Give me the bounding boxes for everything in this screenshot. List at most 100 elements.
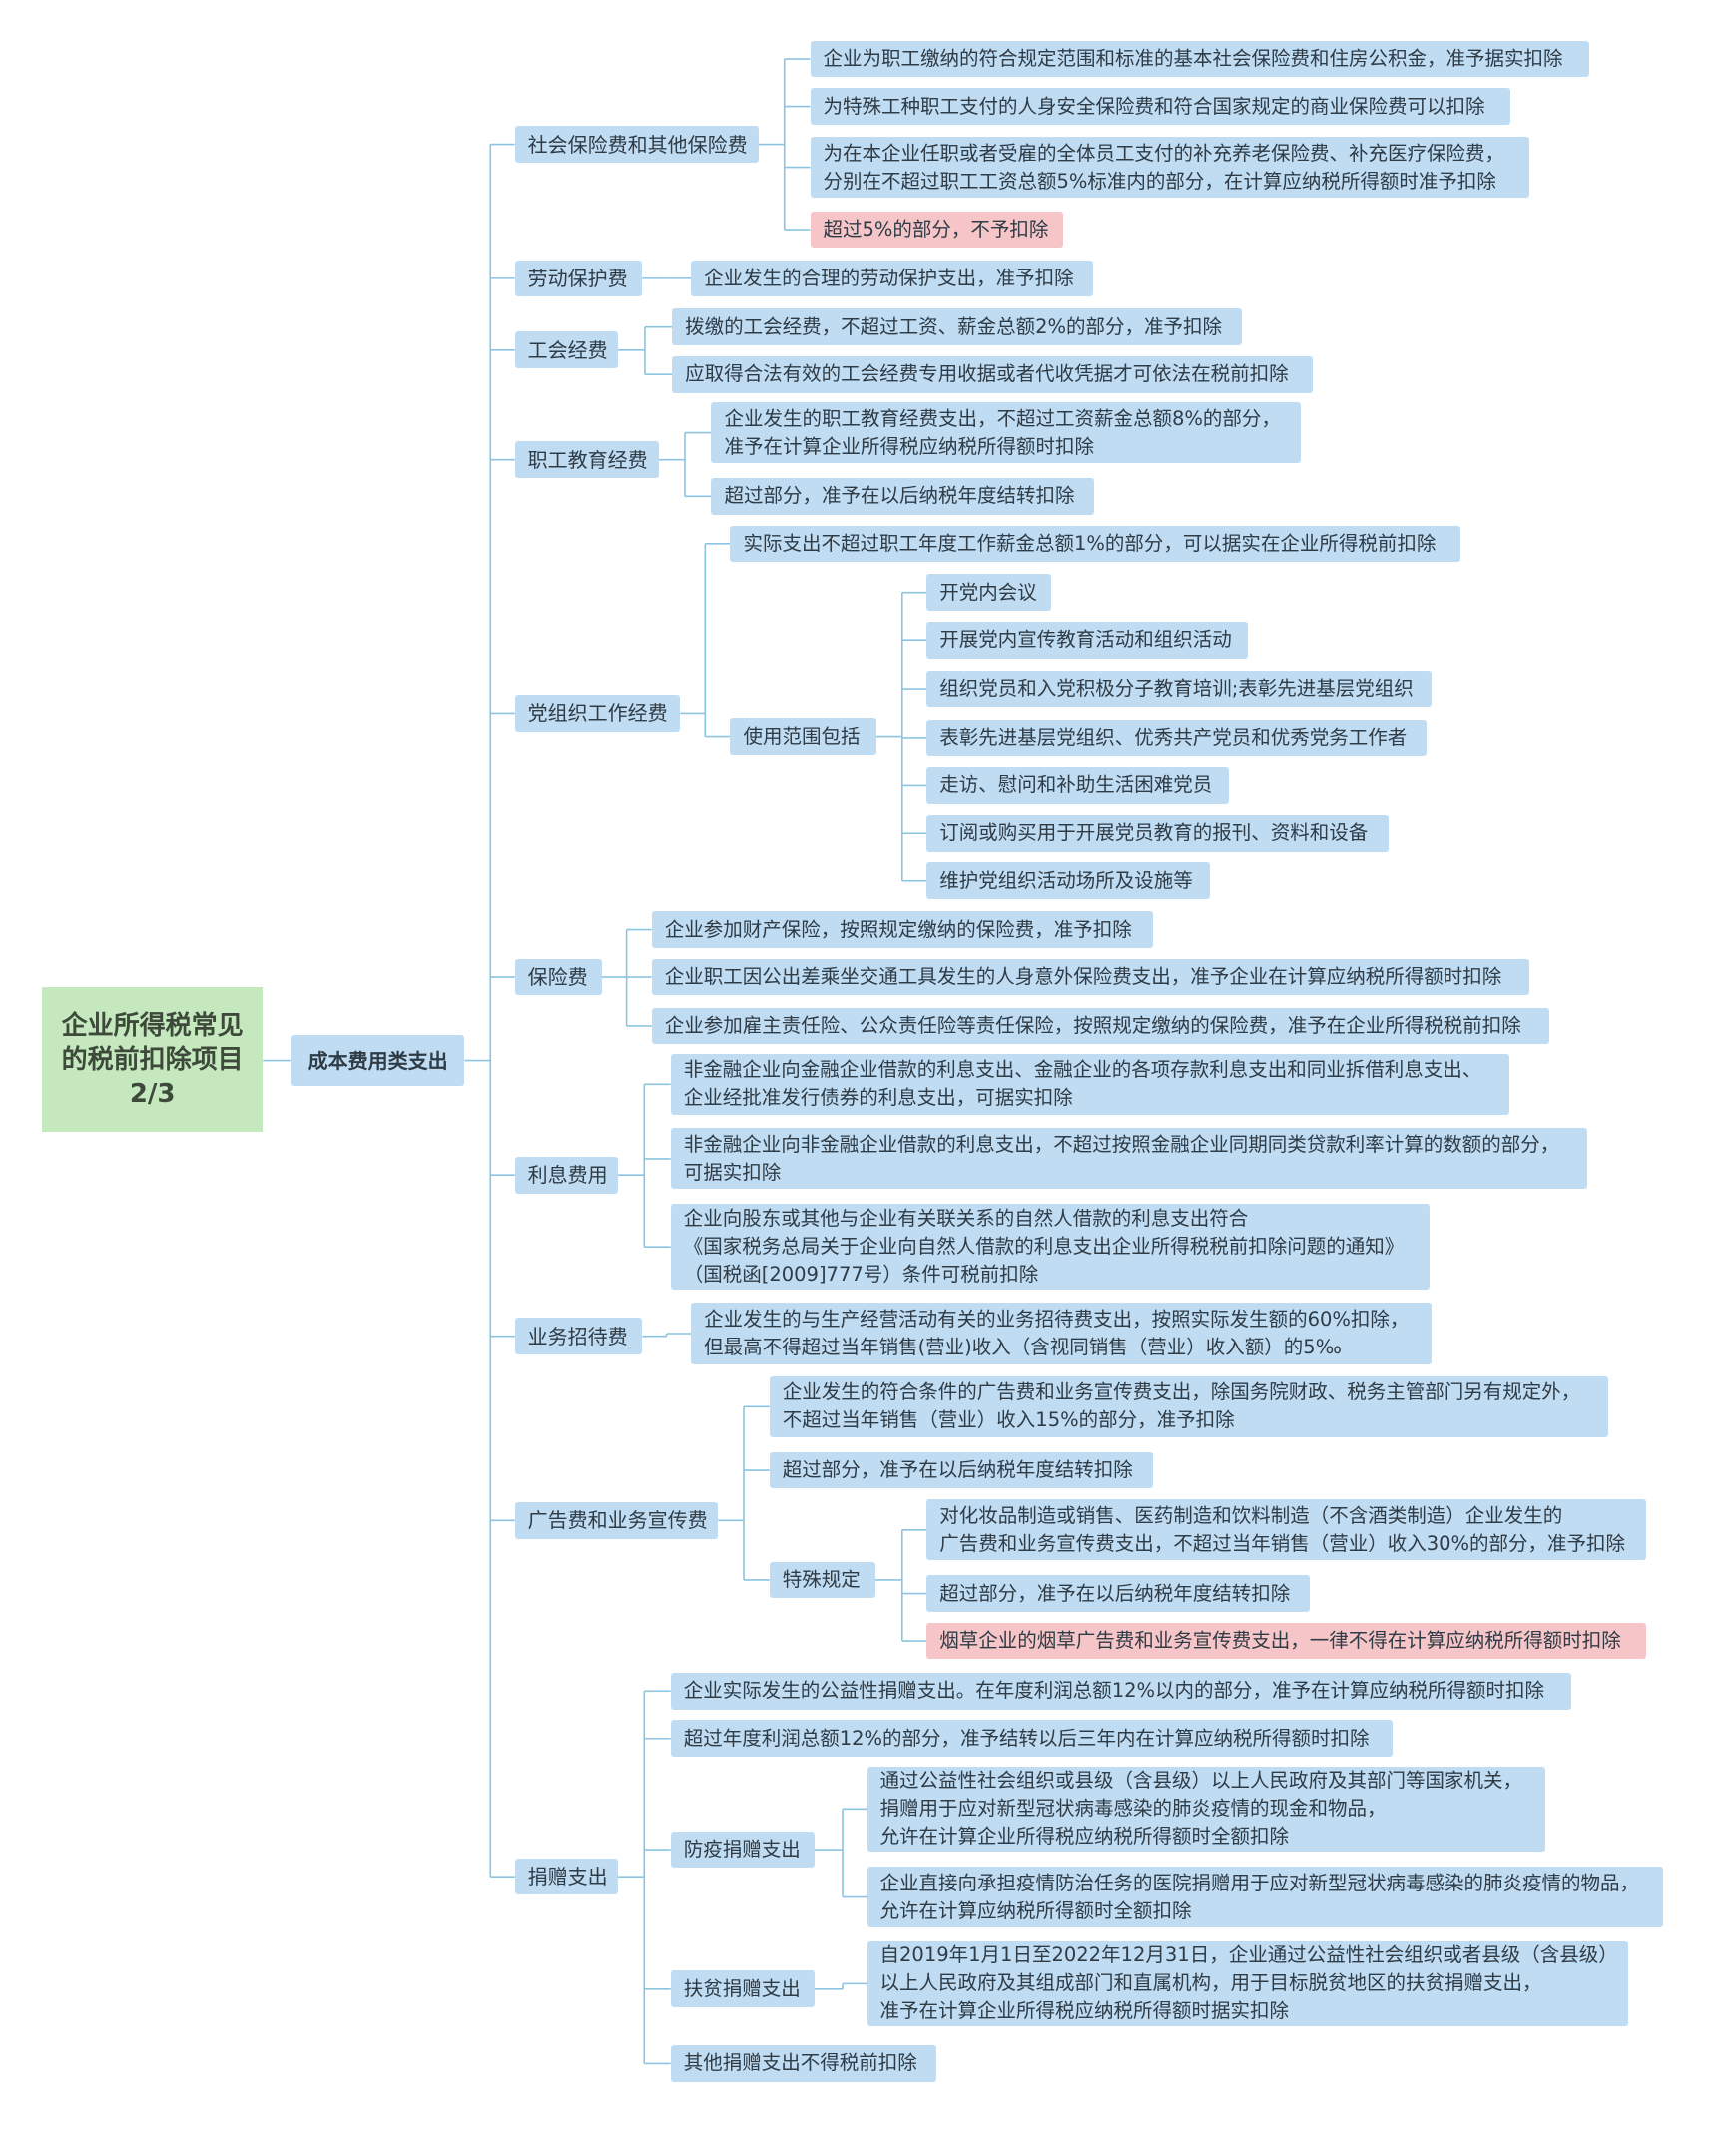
- leaf-item-5-2-6[interactable]: 订阅或购买用于开展党员教育的报刊、资料和设备: [926, 814, 1389, 852]
- leaf-item-10-3-1-text: 捐赠用于应对新型冠状病毒感染的肺炎疫情的现金和物品，: [879, 1797, 1387, 1821]
- leaf-item-5-2-5-text: 走访、慰问和补助生活困难党员: [939, 773, 1213, 797]
- subcategory-9-3[interactable]: 特殊规定: [769, 1561, 875, 1599]
- leaf-item-2-1-text: 企业发生的合理的劳动保护支出，准予扣除: [704, 266, 1074, 289]
- leaf-item-3-2-text: 应取得合法有效的工会经费专用收据或者代收凭据才可依法在税前扣除: [685, 362, 1289, 386]
- subcategory-5-2-text: 使用范围包括: [743, 724, 861, 748]
- leaf-item-3-1[interactable]: 拨缴的工会经费，不超过工资、薪金总额2%的部分，准予扣除: [672, 308, 1243, 346]
- leaf-item-10-1[interactable]: 企业实际发生的公益性捐赠支出。在年度利润总额12%以内的部分，准予在计算应纳税所…: [670, 1672, 1572, 1710]
- leaf-item-3-2[interactable]: 应取得合法有效的工会经费专用收据或者代收凭据才可依法在税前扣除: [672, 355, 1313, 393]
- category-9[interactable]: 广告费和业务宣传费: [514, 1501, 719, 1539]
- category-10[interactable]: 捐赠支出: [514, 1858, 618, 1895]
- leaf-item-7-1-text: 非金融企业向金融企业借款的利息支出、金融企业的各项存款利息支出和同业拆借利息支出…: [683, 1058, 1482, 1082]
- leaf-item-5-2-2-text: 开展党内宣传教育活动和组织活动: [939, 628, 1232, 652]
- leaf-item-5-1[interactable]: 实际支出不超过职工年度工作薪金总额1%的部分，可以据实在企业所得税前扣除: [730, 525, 1460, 563]
- leaf-item-6-2[interactable]: 企业职工因公出差乘坐交通工具发生的人身意外保险费支出，准予企业在计算应纳税所得额…: [651, 958, 1530, 996]
- main-branch-cost-expenses[interactable]: 成本费用类支出: [290, 1034, 465, 1087]
- subcategory-5-2[interactable]: 使用范围包括: [730, 718, 876, 755]
- leaf-item-1-3-text: 为在本企业任职或者受雇的全体员工支付的补充养老保险费、补充医疗保险费，: [823, 141, 1505, 165]
- category-7-text: 利息费用: [527, 1163, 608, 1188]
- category-3-text: 工会经费: [527, 337, 608, 362]
- leaf-item-5-2-7-text: 维护党组织活动场所及设施等: [939, 868, 1193, 892]
- leaf-item-6-1-text: 企业参加财产保险，按照规定缴纳的保险费，准予扣除: [664, 917, 1132, 941]
- leaf-item-9-3-3-text: 烟草企业的烟草广告费和业务宣传费支出，一律不得在计算应纳税所得额时扣除: [939, 1629, 1621, 1653]
- leaf-item-1-4-text: 超过5%的部分，不予扣除: [823, 218, 1049, 241]
- leaf-item-10-2[interactable]: 超过年度利润总额12%的部分，准予结转以后三年内在计算应纳税所得额时扣除: [670, 1720, 1394, 1758]
- leaf-item-5-2-5[interactable]: 走访、慰问和补助生活困难党员: [926, 767, 1229, 804]
- leaf-item-1-1[interactable]: 企业为职工缴纳的符合规定范围和标准的基本社会保险费和住房公积金，准予据实扣除: [810, 40, 1589, 78]
- category-5[interactable]: 党组织工作经费: [514, 695, 681, 732]
- subcategory-9-3-text: 特殊规定: [782, 1567, 861, 1591]
- leaf-item-9-3-2[interactable]: 超过部分，准予在以后纳税年度结转扣除: [926, 1575, 1311, 1612]
- leaf-item-1-3[interactable]: 为在本企业任职或者受雇的全体员工支付的补充养老保险费、补充医疗保险费，分别在不超…: [810, 137, 1530, 199]
- leaf-item-7-2-text: 非金融企业向非金融企业借款的利息支出，不超过按照金融企业同期同类贷款利率计算的数…: [683, 1132, 1560, 1156]
- category-6[interactable]: 保险费: [514, 958, 602, 996]
- leaf-item-9-3-1-text: 对化妆品制造或销售、医药制造和饮料制造（不含酒类制造）企业发生的: [939, 1503, 1563, 1527]
- leaf-item-2-1[interactable]: 企业发生的合理的劳动保护支出，准予扣除: [691, 260, 1094, 297]
- leaf-item-10-4-1-text: 准予在计算企业所得税应纳税所得额时据实扣除: [879, 1999, 1290, 2023]
- leaf-item-3-1-text: 拨缴的工会经费，不超过工资、薪金总额2%的部分，准予扣除: [685, 314, 1223, 338]
- category-10-text: 捐赠支出: [527, 1865, 608, 1889]
- leaf-item-6-3[interactable]: 企业参加雇主责任险、公众责任险等责任保险，按照规定缴纳的保险费，准予在企业所得税…: [651, 1007, 1550, 1045]
- leaf-item-10-5[interactable]: 其他捐赠支出不得税前扣除: [670, 2045, 936, 2082]
- leaf-item-6-3-text: 企业参加雇主责任险、公众责任险等责任保险，按照规定缴纳的保险费，准予在企业所得税…: [664, 1013, 1521, 1037]
- leaf-item-4-1-text: 准予在计算企业所得税应纳税所得额时扣除: [724, 434, 1094, 458]
- leaf-item-5-2-2[interactable]: 开展党内宣传教育活动和组织活动: [926, 621, 1248, 659]
- category-4-text: 职工教育经费: [527, 447, 648, 472]
- category-7[interactable]: 利息费用: [514, 1156, 618, 1194]
- leaf-item-10-3-2[interactable]: 企业直接向承担疫情防治任务的医院捐赠用于应对新型冠状病毒感染的肺炎疫情的物品，允…: [867, 1866, 1664, 1928]
- root-topic-text: 的税前扣除项目: [61, 1044, 244, 1075]
- leaf-item-5-2-1[interactable]: 开党内会议: [926, 574, 1052, 611]
- leaf-item-9-1[interactable]: 企业发生的符合条件的广告费和业务宣传费支出，除国务院财政、税务主管部门另有规定外…: [769, 1375, 1608, 1437]
- category-8[interactable]: 业务招待费: [514, 1318, 643, 1355]
- leaf-item-5-2-4[interactable]: 表彰先进基层党组织、优秀共产党员和优秀党务工作者: [926, 719, 1427, 757]
- leaf-item-1-1-text: 企业为职工缴纳的符合规定范围和标准的基本社会保险费和住房公积金，准予据实扣除: [823, 47, 1563, 71]
- leaf-item-5-2-7[interactable]: 维护党组织活动场所及设施等: [926, 862, 1210, 900]
- category-3[interactable]: 工会经费: [514, 331, 618, 369]
- leaf-item-5-2-3[interactable]: 组织党员和入党积极分子教育培训;表彰先进基层党组织: [926, 670, 1433, 708]
- leaf-item-7-2[interactable]: 非金融企业向非金融企业借款的利息支出，不超过按照金融企业同期同类贷款利率计算的数…: [670, 1128, 1588, 1190]
- leaf-item-10-4-1-text: 以上人民政府及其组成部门和直属机构，用于目标脱贫地区的扶贫捐赠支出，: [879, 1971, 1542, 1995]
- leaf-item-10-3-1[interactable]: 通过公益性社会组织或县级（含县级）以上人民政府及其部门等国家机关， 捐赠用于应对新…: [867, 1766, 1546, 1853]
- leaf-item-7-1[interactable]: 非金融企业向金融企业借款的利息支出、金融企业的各项存款利息支出和同业拆借利息支出…: [670, 1053, 1509, 1115]
- leaf-item-5-2-3-text: 组织党员和入党积极分子教育培训;表彰先进基层党组织: [939, 677, 1414, 701]
- subcategory-10-3-text: 防疫捐赠支出: [683, 1838, 801, 1862]
- subcategory-10-3[interactable]: 防疫捐赠支出: [670, 1831, 815, 1869]
- leaf-item-1-4[interactable]: 超过5%的部分，不予扣除: [810, 211, 1064, 249]
- category-2-text: 劳动保护费: [527, 266, 628, 290]
- leaf-item-5-2-1-text: 开党内会议: [939, 580, 1037, 604]
- leaf-item-9-3-3[interactable]: 烟草企业的烟草广告费和业务宣传费支出，一律不得在计算应纳税所得额时扣除: [926, 1622, 1646, 1660]
- category-1[interactable]: 社会保险费和其他保险费: [514, 126, 759, 163]
- leaf-item-9-2[interactable]: 超过部分，准予在以后纳税年度结转扣除: [769, 1451, 1153, 1489]
- leaf-item-10-3-1-text: 通过公益性社会组织或县级（含县级）以上人民政府及其部门等国家机关，: [879, 1769, 1523, 1793]
- leaf-item-10-3-2-text: 企业直接向承担疫情防治任务的医院捐赠用于应对新型冠状病毒感染的肺炎疫情的物品，: [879, 1871, 1640, 1894]
- leaf-item-8-1[interactable]: 企业发生的与生产经营活动有关的业务招待费支出，按照实际发生额的60%扣除，但最高…: [691, 1303, 1433, 1364]
- leaf-item-4-1[interactable]: 企业发生的职工教育经费支出，不超过工资薪金总额8%的部分，准予在计算企业所得税应…: [711, 402, 1301, 464]
- root-topic-text: 2/3: [129, 1078, 176, 1109]
- root-topic-text: 企业所得税常见: [61, 1010, 244, 1041]
- leaf-item-7-3[interactable]: 企业向股东或其他与企业有关联关系的自然人借款的利息支出符合《国家税务总局关于企业…: [670, 1204, 1430, 1290]
- leaf-item-5-1-text: 实际支出不超过职工年度工作薪金总额1%的部分，可以据实在企业所得税前扣除: [743, 531, 1437, 555]
- leaf-item-10-5-text: 其他捐赠支出不得税前扣除: [683, 2051, 917, 2075]
- category-4[interactable]: 职工教育经费: [514, 441, 659, 479]
- category-2[interactable]: 劳动保护费: [514, 260, 643, 297]
- subcategory-10-4-text: 扶贫捐赠支出: [683, 1976, 801, 2000]
- leaf-item-6-2-text: 企业职工因公出差乘坐交通工具发生的人身意外保险费支出，准予企业在计算应纳税所得额…: [664, 965, 1502, 989]
- leaf-item-9-2-text: 超过部分，准予在以后纳税年度结转扣除: [782, 1458, 1133, 1482]
- leaf-item-10-4-1[interactable]: 自2019年1月1日至2022年12月31日，企业通过公益性社会组织或者县级（含…: [867, 1940, 1629, 2027]
- leaf-item-7-2-text: 可据实扣除: [683, 1160, 782, 1184]
- leaf-item-9-3-2-text: 超过部分，准予在以后纳税年度结转扣除: [939, 1581, 1291, 1605]
- leaf-item-6-1[interactable]: 企业参加财产保险，按照规定缴纳的保险费，准予扣除: [651, 911, 1153, 948]
- leaf-item-9-1-text: 不超过当年销售（营业）收入15%的部分，准予扣除: [782, 1408, 1235, 1432]
- category-8-text: 业务招待费: [527, 1324, 628, 1348]
- leaf-item-1-2[interactable]: 为特殊工种职工支付的人身安全保险费和符合国家规定的商业保险费可以扣除: [810, 88, 1511, 125]
- category-9-text: 广告费和业务宣传费: [527, 1508, 708, 1533]
- category-1-text: 社会保险费和其他保险费: [527, 132, 748, 157]
- subcategory-10-4[interactable]: 扶贫捐赠支出: [670, 1970, 815, 2008]
- leaf-item-9-3-1[interactable]: 对化妆品制造或销售、医药制造和饮料制造（不含酒类制造）企业发生的广告费和业务宣传…: [926, 1499, 1646, 1561]
- leaf-item-7-3-text: （国税函[2009]777号）条件可税前扣除: [683, 1263, 1039, 1287]
- leaf-item-1-2-text: 为特殊工种职工支付的人身安全保险费和符合国家规定的商业保险费可以扣除: [823, 94, 1485, 118]
- leaf-item-4-2[interactable]: 超过部分，准予在以后纳税年度结转扣除: [711, 478, 1095, 515]
- leaf-item-5-2-4-text: 表彰先进基层党组织、优秀共产党员和优秀党务工作者: [939, 725, 1408, 749]
